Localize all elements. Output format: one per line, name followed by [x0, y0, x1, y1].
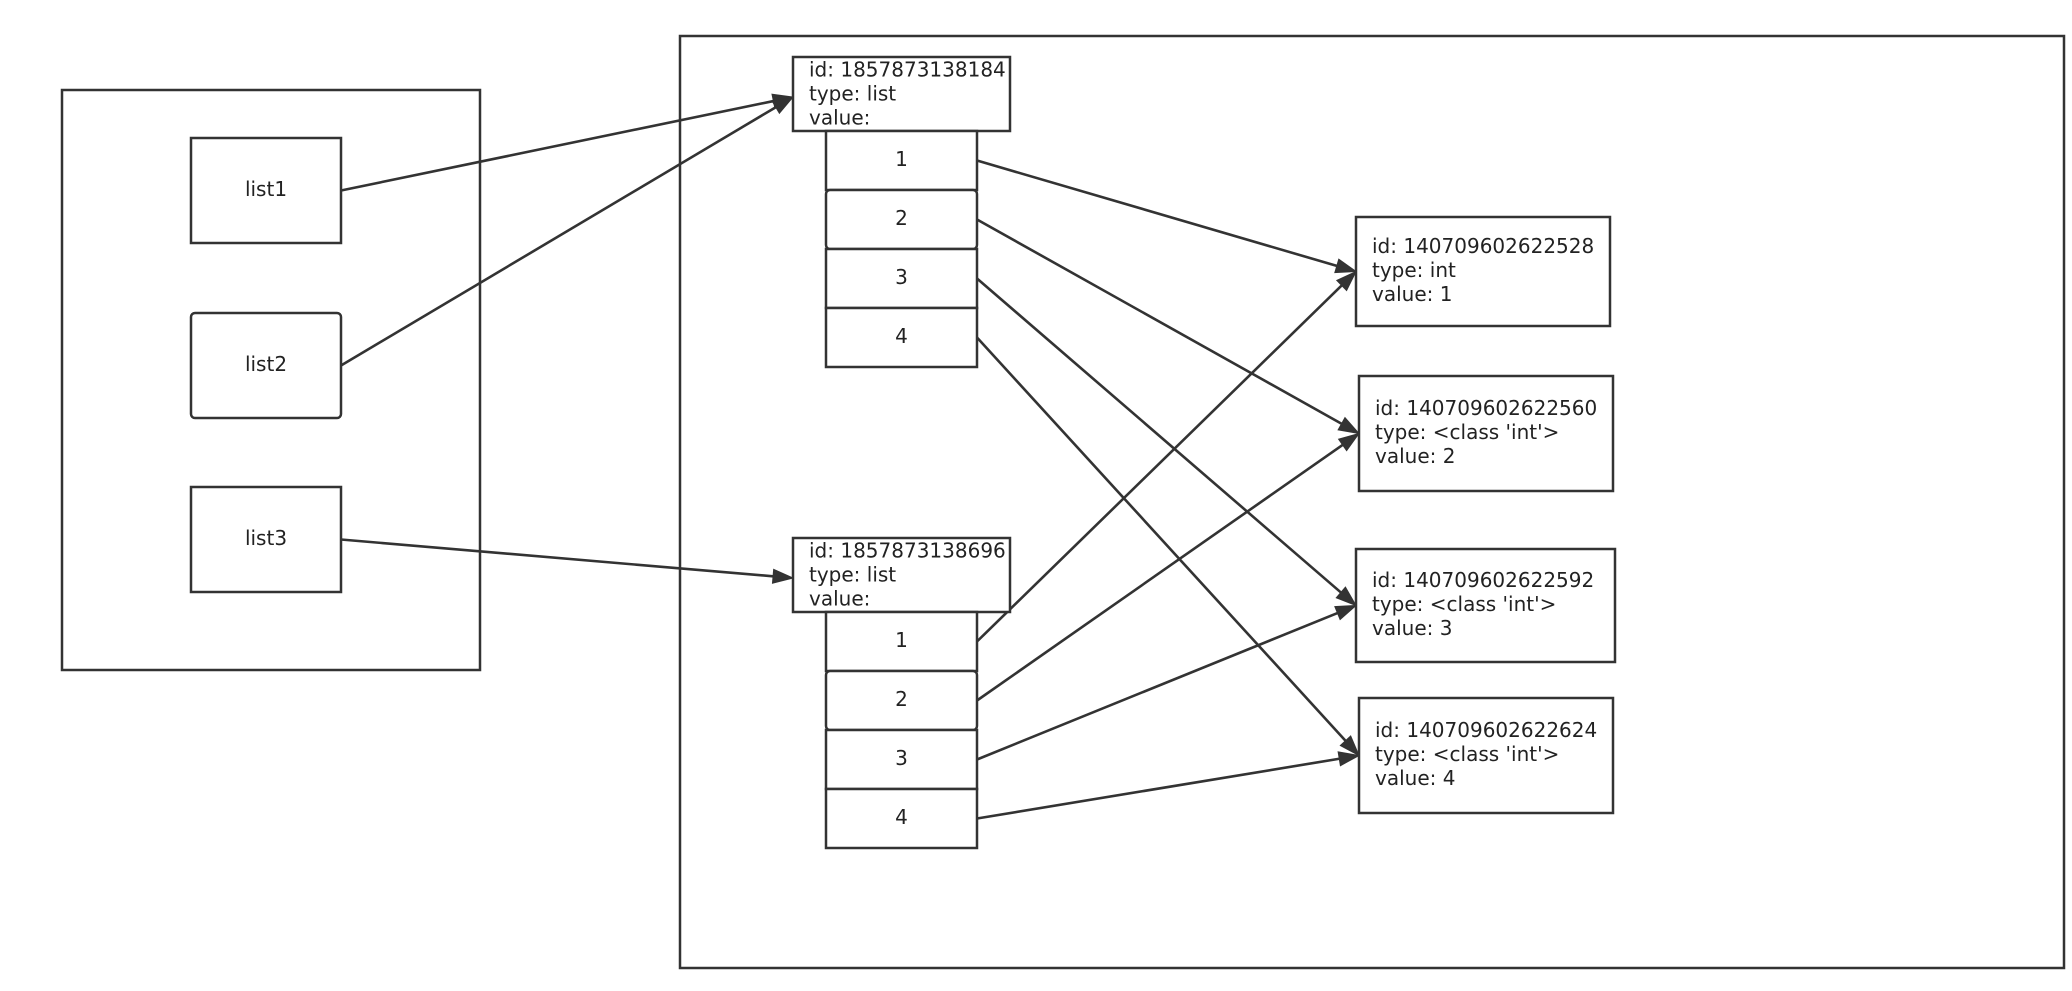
reference-arrow-listB-0-to-int1	[976, 270, 1358, 643]
list-type-text: type: list	[809, 82, 896, 106]
variable-list3: list3	[189, 485, 343, 594]
int-type-text: type: <class 'int'>	[1372, 592, 1556, 616]
list-item-cell	[824, 306, 979, 369]
int-object-box	[1354, 215, 1612, 328]
list-item-value: 4	[895, 324, 908, 348]
int-id-text: id: 140709602622624	[1375, 718, 1597, 742]
variables-frame	[60, 88, 482, 672]
list-item-value: 2	[895, 206, 908, 230]
list-item-value: 1	[895, 147, 908, 171]
arrowhead-icon	[771, 568, 795, 584]
variable-list1: list1	[189, 136, 343, 245]
arrow-line	[976, 284, 1343, 643]
int-type-text: type: int	[1372, 258, 1456, 282]
objects-frame	[678, 34, 2066, 970]
arrow-line	[976, 443, 1344, 702]
int-type-text: type: <class 'int'>	[1375, 420, 1559, 444]
list-item-cell	[824, 247, 979, 310]
reference-arrow-listA-1-to-int2	[976, 218, 1361, 435]
list-item-cell	[824, 728, 979, 791]
variable-box	[189, 136, 343, 245]
list-item-value: 3	[895, 746, 908, 770]
reference-arrow-listA-2-to-int3	[976, 277, 1358, 607]
int-type-text: type: <class 'int'>	[1375, 742, 1559, 766]
list-value-text: value:	[809, 106, 870, 130]
arrowhead-icon	[771, 96, 795, 115]
arrow-line	[340, 538, 774, 578]
arrowhead-icon	[1337, 751, 1361, 767]
variable-box	[189, 485, 343, 594]
variable-label: list3	[245, 526, 287, 550]
list-item-cell	[824, 129, 979, 192]
int-object-box	[1357, 374, 1615, 493]
int-id-text: id: 140709602622592	[1372, 568, 1594, 592]
list-value-text: value:	[809, 587, 870, 611]
list-item-value: 4	[895, 805, 908, 829]
reference-arrow-listA-3-to-int4	[976, 336, 1361, 757]
int-id-text: id: 140709602622528	[1372, 234, 1594, 258]
variable-label: list2	[245, 352, 287, 376]
list-item-value: 2	[895, 687, 908, 711]
int-value-text: value: 1	[1372, 282, 1452, 306]
variable-label: list1	[245, 177, 287, 201]
reference-arrow-list1-to-listA	[340, 93, 795, 192]
list-item-cell	[824, 787, 979, 850]
arrowhead-icon	[1337, 432, 1361, 452]
variable-list2: list2	[189, 311, 343, 420]
arrowhead-icon	[1339, 735, 1361, 757]
arrowhead-icon	[1334, 258, 1358, 274]
int-value-text: value: 2	[1375, 444, 1455, 468]
list-item-cell	[824, 610, 979, 673]
arrow-line	[976, 757, 1340, 820]
reference-arrow-listA-0-to-int1	[976, 159, 1358, 274]
arrowhead-icon	[1335, 270, 1358, 292]
reference-arrow-listB-1-to-int2	[976, 432, 1361, 702]
arrow-line	[340, 99, 774, 192]
int-object-box	[1354, 547, 1617, 664]
arrow-line	[976, 159, 1338, 268]
list-header-box	[791, 55, 1012, 133]
reference-arrow-list3-to-listB	[340, 538, 795, 584]
list-item-value: 1	[895, 628, 908, 652]
int-value-text: value: 3	[1372, 616, 1452, 640]
arrowhead-icon	[1335, 586, 1358, 607]
list-item-value: 3	[895, 265, 908, 289]
reference-arrow-listB-2-to-int3	[976, 604, 1358, 761]
arrowhead-icon	[1334, 604, 1358, 621]
reference-arrow-listB-3-to-int4	[976, 751, 1361, 820]
int-object-box	[1357, 696, 1615, 815]
int-value-text: value: 4	[1375, 766, 1455, 790]
list-id-text: id: 1857873138184	[809, 58, 1006, 82]
arrow-line	[976, 218, 1343, 425]
reference-arrow-list2-to-listA	[340, 96, 795, 367]
arrow-line	[976, 277, 1342, 594]
list-id-text: id: 1857873138696	[809, 539, 1006, 563]
arrowhead-icon	[1337, 416, 1361, 435]
list-type-text: type: list	[809, 563, 896, 587]
arrow-line	[976, 611, 1338, 761]
arrow-line	[340, 106, 777, 367]
arrow-line	[976, 336, 1347, 742]
int-id-text: id: 140709602622560	[1375, 396, 1597, 420]
variable-box	[189, 311, 343, 420]
